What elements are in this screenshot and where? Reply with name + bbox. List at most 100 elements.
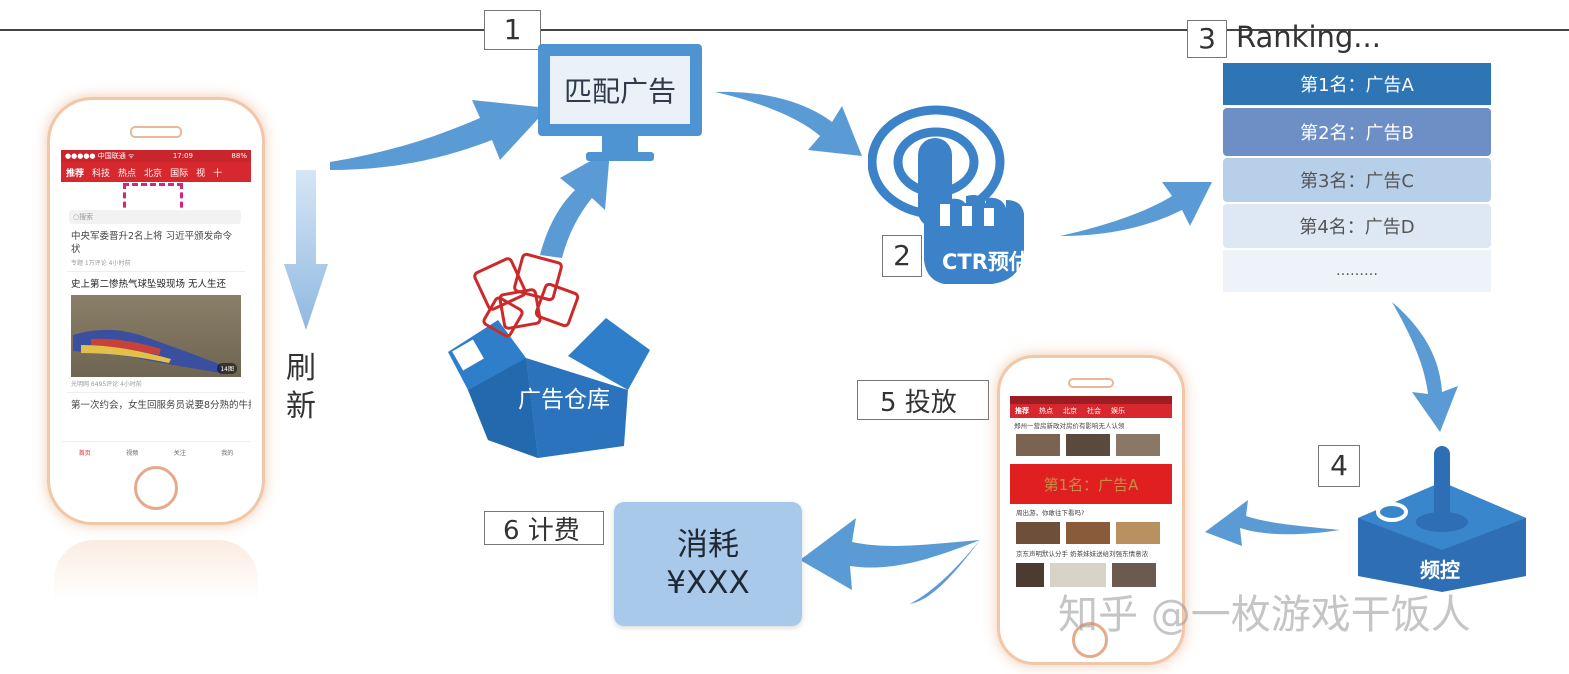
joystick-icon <box>1358 446 1526 592</box>
home-button[interactable] <box>134 466 178 510</box>
ad-warehouse-box: 广告仓库 <box>428 240 650 458</box>
news-item-1-meta: 专题 1万评论 4小时前 <box>71 260 131 267</box>
arrow-refresh-down <box>284 170 328 330</box>
bottom-tab-me[interactable]: 我的 <box>221 449 234 457</box>
thumb-image <box>1116 434 1160 456</box>
match-ads-monitor: 匹配广告 <box>538 44 702 176</box>
thumb-image <box>1066 434 1110 456</box>
phone-reflection <box>54 540 258 600</box>
step-2-badge: 2 <box>882 235 922 277</box>
thumb-image <box>1066 522 1110 544</box>
tab-recommend[interactable]: 推荐 <box>1015 407 1029 415</box>
step-1-number: 1 <box>503 13 522 46</box>
tab-add[interactable]: 十 <box>213 168 223 179</box>
bottom-tab-bar: 首页 视频 关注 我的 <box>61 441 251 462</box>
bottom-tab-follow[interactable]: 关注 <box>173 449 186 457</box>
rank-item-4: 第4名：广告D <box>1223 204 1491 248</box>
refresh-label: 刷 新 <box>286 350 316 426</box>
ad-warehouse-label: 广告仓库 <box>518 387 610 413</box>
thumb-image <box>1050 563 1106 587</box>
right-phone-screen: 推荐 热点 北京 社会 娱乐 郑州一营房新政对房价有影响无人认领 第1名：广告A… <box>1010 396 1172 616</box>
news-a-images <box>1010 432 1172 458</box>
photo-count: 14图 <box>217 363 237 374</box>
news-item-3-title[interactable]: 第一次约会，女生回服务员说要8分熟的牛排，网友如何回答纷纷… <box>71 400 251 411</box>
step-6-text: 6 计费 <box>503 515 580 546</box>
tab-entertainment[interactable]: 娱乐 <box>1111 407 1125 415</box>
news-item-1-title[interactable]: 中央军委晋升2名上将 习近平颁发命令状 <box>71 231 233 255</box>
thumb-image <box>1016 434 1060 456</box>
thumb-image <box>1112 563 1156 587</box>
frequency-control-icon: 频控 <box>1356 446 1528 592</box>
news-item-2-image[interactable]: 14图 <box>71 295 241 377</box>
box-icon <box>448 252 650 458</box>
left-phone-screen: ●●●●● 中国联通 ᯤ 17:09 88% 推荐 科技 热点 北京 国际 视 … <box>61 150 251 462</box>
tab-beijing[interactable]: 北京 <box>1063 407 1077 415</box>
status-carrier: ●●●●● 中国联通 ᯤ <box>65 152 135 160</box>
status-bar: ●●●●● 中国联通 ᯤ 17:09 88% <box>61 150 251 162</box>
arrow-to-phone-right <box>1205 500 1340 546</box>
search-area: ○搜索 <box>61 182 251 224</box>
ad-banner[interactable]: 第1名：广告A <box>1010 464 1172 504</box>
ranking-title: Ranking... <box>1236 20 1381 54</box>
arrow-to-ctr <box>715 91 862 156</box>
arrow-to-match <box>330 100 548 170</box>
step-4-badge: 4 <box>1318 445 1360 487</box>
monitor-base <box>586 152 654 161</box>
divider <box>67 392 245 393</box>
bottom-tab-video[interactable]: 视频 <box>126 449 139 457</box>
step-6-label: 6 计费 <box>484 511 604 546</box>
left-phone: ●●●●● 中国联通 ᯤ 17:09 88% 推荐 科技 热点 北京 国际 视 … <box>50 100 262 522</box>
step-2-number: 2 <box>893 239 911 272</box>
rank-item-2: 第2名：广告B <box>1223 108 1491 156</box>
step-3-number: 3 <box>1198 22 1216 55</box>
thumb-image <box>1116 522 1160 544</box>
tab-recommend[interactable]: 推荐 <box>66 168 85 179</box>
refresh-char-2: 新 <box>286 389 316 424</box>
step-5-label: 5 投放 <box>857 380 989 420</box>
home-button[interactable] <box>1072 622 1108 658</box>
rank-item-more: ……… <box>1223 250 1491 292</box>
news-item-2-title[interactable]: 史上第二惨热气球坠毁现场 无人生还 <box>71 279 227 290</box>
arrow-to-ranking <box>1060 182 1212 236</box>
ctr-label: CTR预估 <box>942 250 1030 274</box>
tab-hot[interactable]: 热点 <box>118 168 137 179</box>
search-icon: ○ <box>73 213 80 221</box>
tab-beijing[interactable]: 北京 <box>144 168 163 179</box>
status-battery: 88% <box>231 152 247 160</box>
tab-video[interactable]: 视 <box>196 168 206 179</box>
step-3-badge: 3 <box>1187 20 1227 58</box>
search-input[interactable]: ○搜索 <box>69 210 241 224</box>
arrow-to-freq <box>1392 302 1458 432</box>
news-b-images <box>1010 520 1172 546</box>
step-1-badge: 1 <box>484 10 541 50</box>
rank-item-1: 第1名：广告A <box>1223 63 1491 105</box>
phone-speaker <box>130 126 182 138</box>
category-tabs: 推荐 科技 热点 北京 国际 视 十 <box>61 162 251 182</box>
phone-speaker <box>1068 378 1114 388</box>
right-phone: 推荐 热点 北京 社会 娱乐 郑州一营房新政对房价有影响无人认领 第1名：广告A… <box>1000 358 1182 662</box>
bottom-tab-home[interactable]: 首页 <box>78 449 91 457</box>
monitor-neck <box>602 136 638 154</box>
consume-title: 消耗 <box>677 527 739 563</box>
news-c-title[interactable]: 京东声明默认分手 奶茶妹妹送给刘强东情意浓 <box>1016 550 1149 558</box>
step-4-number: 4 <box>1330 449 1348 482</box>
balloon-wreck-image <box>73 329 221 373</box>
top-divider-line <box>0 29 1569 31</box>
tab-hot[interactable]: 热点 <box>1039 407 1053 415</box>
arrow-warehouse-up <box>540 150 610 258</box>
ctr-estimate-icon: CTR预估 <box>867 100 1058 290</box>
refresh-char-1: 刷 <box>286 351 316 386</box>
tab-tech[interactable]: 科技 <box>92 168 111 179</box>
rank-item-3: 第3名：广告C <box>1223 158 1491 202</box>
news-a-title[interactable]: 郑州一营房新政对房价有影响无人认领 <box>1014 422 1125 430</box>
freq-control-label: 频控 <box>1420 558 1460 582</box>
divider <box>67 271 245 272</box>
news-b-title[interactable]: 周出游，你敢往下看吗? <box>1016 509 1085 517</box>
step-5-text: 5 投放 <box>880 387 957 418</box>
news-c-images <box>1010 563 1172 587</box>
consume-amount: ¥XXX <box>666 565 750 601</box>
tab-society[interactable]: 社会 <box>1087 407 1101 415</box>
tab-international[interactable]: 国际 <box>170 168 189 179</box>
thumb-image <box>1016 522 1060 544</box>
